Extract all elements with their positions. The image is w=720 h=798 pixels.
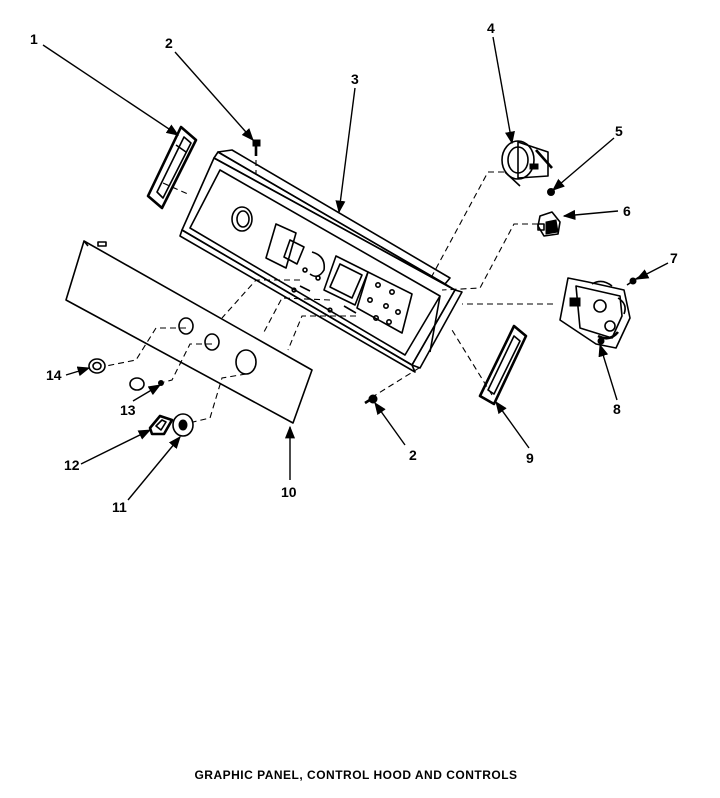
callout-6: 6 <box>623 203 631 219</box>
callout-11: 11 <box>112 499 127 515</box>
callout-13: 13 <box>120 402 136 418</box>
screw-part-top <box>252 139 261 156</box>
switch-block-part <box>537 211 561 237</box>
assembly-lines <box>105 160 553 423</box>
callout-5: 5 <box>615 123 623 139</box>
callout-9: 9 <box>526 450 534 466</box>
callout-14: 14 <box>46 367 62 383</box>
control-hood-part <box>179 149 463 373</box>
callout-1: 1 <box>30 31 38 47</box>
screw-part-bottom <box>364 394 378 405</box>
callout-7: 7 <box>670 250 678 266</box>
pressure-switch-part <box>501 140 553 187</box>
callout-12: 12 <box>64 457 80 473</box>
callout-10: 10 <box>281 484 297 500</box>
callout-3: 3 <box>351 71 359 87</box>
knob-part <box>172 413 194 437</box>
button-part-12 <box>148 414 174 436</box>
callout-2-top: 2 <box>165 35 173 51</box>
right-end-cap-part <box>478 324 528 406</box>
knob-part-13 <box>129 377 164 391</box>
callout-2-bottom: 2 <box>409 447 417 463</box>
leader-lines <box>42 36 669 501</box>
graphic-panel-part <box>65 240 313 424</box>
callout-4: 4 <box>487 20 495 36</box>
button-part-14 <box>88 358 106 374</box>
callout-8: 8 <box>613 401 621 417</box>
callout-labels: 1 2 3 4 5 6 7 8 9 10 11 12 13 14 2 <box>30 20 678 515</box>
timer-control-part <box>559 277 631 349</box>
left-end-cap-part <box>146 125 198 210</box>
diagram-caption: GRAPHIC PANEL, CONTROL HOOD AND CONTROLS <box>194 768 517 782</box>
